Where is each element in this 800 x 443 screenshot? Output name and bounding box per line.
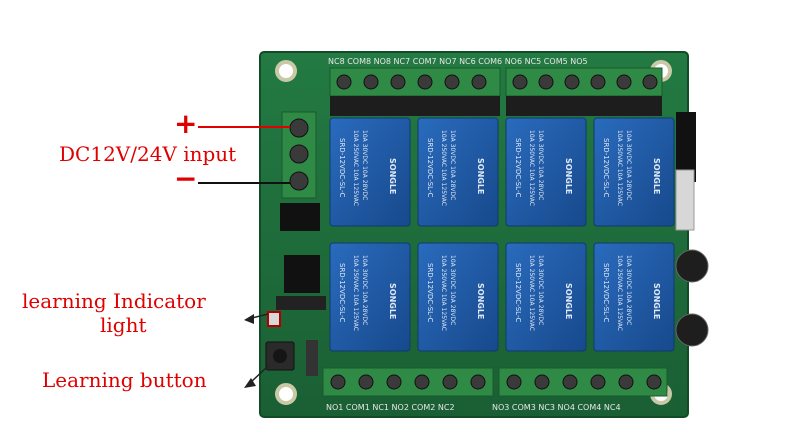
relay-model-text: SRD-12VDC-SL-C: [602, 263, 610, 322]
relay-rating-text-2: 10A 30VDC 10A 28VDC: [625, 255, 632, 325]
relay-model-text: SRD-12VDC-SL-C: [514, 263, 522, 322]
relay-brand-text: SONGLE: [564, 158, 573, 194]
relay-rating-text: 10A 250VAC 10A 125VAC: [528, 255, 535, 331]
bottom-terminal-block: [322, 367, 668, 397]
top-terminal-silkscreen: NC8 COM8 NO8 NC7 COM7 NO7 NC6 COM6 NO6 N…: [328, 57, 588, 66]
relay-brand-text: SONGLE: [564, 283, 573, 319]
relay-rating-text-2: 10A 30VDC 10A 28VDC: [361, 255, 368, 325]
relay-rating-text-2: 10A 30VDC 10A 28VDC: [537, 130, 544, 200]
relay-model-text: SRD-12VDC-SL-C: [514, 138, 522, 197]
positive-polarity-label: +: [174, 107, 198, 140]
relay-brand-text: SONGLE: [652, 283, 661, 319]
learning-indicator-label-line1: learning Indicator: [22, 289, 206, 313]
learning-indicator-label-line2: light: [100, 313, 147, 337]
relay-brand-text: SONGLE: [388, 158, 397, 194]
relay-rating-text-2: 10A 30VDC 10A 28VDC: [537, 255, 544, 325]
learning-indicator-led: [267, 311, 281, 327]
relay-model-text: SRD-12VDC-SL-C: [426, 263, 434, 322]
bottom-terminal-silkscreen-right: NO3 COM3 NC3 NO4 COM4 NC4: [492, 403, 621, 412]
relay-rating-text-2: 10A 30VDC 10A 28VDC: [361, 130, 368, 200]
relay-rating-text: 10A 250VAC 10A 125VAC: [528, 130, 535, 206]
relay-model-text: SRD-12VDC-SL-C: [602, 138, 610, 197]
relay-rating-text: 10A 250VAC 10A 125VAC: [440, 130, 447, 206]
relay-brand-text: SONGLE: [388, 283, 397, 319]
capacitors: [675, 249, 709, 347]
relay-model-text: SRD-12VDC-SL-C: [338, 138, 346, 197]
antenna: [675, 112, 696, 231]
relay-rating-text: 10A 250VAC 10A 125VAC: [352, 255, 359, 331]
relay-brand-text: SONGLE: [476, 158, 485, 194]
relay-rating-text-2: 10A 30VDC 10A 28VDC: [449, 255, 456, 325]
relay-rating-text-2: 10A 30VDC 10A 28VDC: [625, 130, 632, 200]
power-input-label: DC12V/24V input: [59, 142, 237, 166]
power-input-terminal: [281, 111, 317, 199]
relay-rating-text: 10A 250VAC 10A 125VAC: [440, 255, 447, 331]
annotation-pointers: [198, 126, 290, 388]
relay-brand-text: SONGLE: [652, 158, 661, 194]
relay-rating-text: 10A 250VAC 10A 125VAC: [616, 255, 623, 331]
relay-rating-text-2: 10A 30VDC 10A 28VDC: [449, 130, 456, 200]
top-terminal-block: [329, 67, 663, 97]
jumper-pins: [306, 340, 318, 376]
relay-model-text: SRD-12VDC-SL-C: [426, 138, 434, 197]
learning-button-label: Learning button: [42, 368, 207, 392]
relay-model-text: SRD-12VDC-SL-C: [338, 263, 346, 322]
bottom-terminal-silkscreen-left: NO1 COM1 NC1 NO2 COM2 NC2: [326, 403, 455, 412]
negative-polarity-label: −: [174, 162, 198, 195]
relay-rating-text: 10A 250VAC 10A 125VAC: [352, 130, 359, 206]
relay-rating-text: 10A 250VAC 10A 125VAC: [616, 130, 623, 206]
relay-brand-text: SONGLE: [476, 283, 485, 319]
ic-chips: [276, 203, 326, 310]
